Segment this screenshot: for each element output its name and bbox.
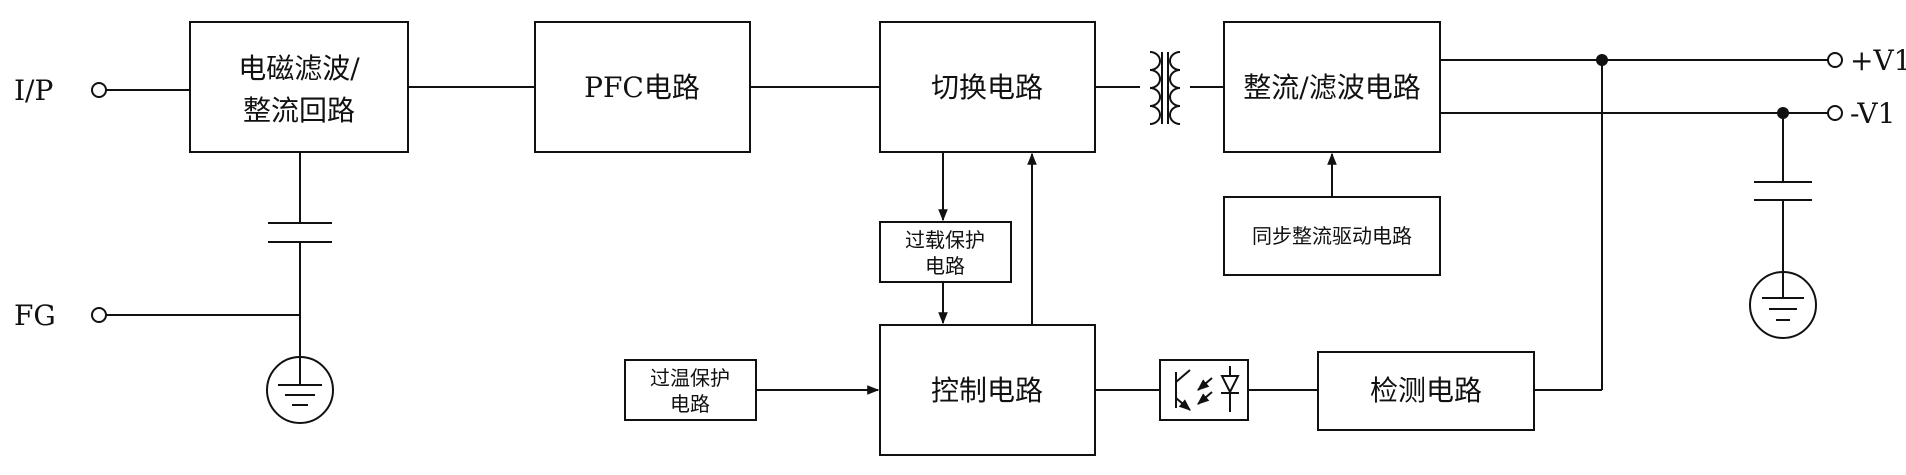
- output-ground-icon: [1749, 271, 1817, 339]
- pfc-label: PFC电路: [584, 71, 700, 104]
- fg-label: FG: [14, 299, 56, 332]
- ground-icon: [266, 356, 334, 424]
- switch-block: 切换电路: [879, 21, 1096, 153]
- emi-filter-label-2: 整流回路: [243, 94, 355, 127]
- switch-label: 切换电路: [931, 71, 1043, 104]
- input-terminal: [91, 82, 107, 98]
- capacitor-icon: [268, 152, 332, 365]
- transformer-icon: [1149, 51, 1181, 125]
- rectifier-filter-block: 整流/滤波电路: [1223, 21, 1441, 153]
- vneg-label: -V1: [1850, 97, 1895, 130]
- detect-label: 检测电路: [1370, 374, 1482, 407]
- emi-filter-block: 电磁滤波/ 整流回路: [189, 21, 409, 153]
- control-block: 控制电路: [879, 324, 1096, 456]
- pfc-block: PFC电路: [534, 21, 751, 153]
- overtemp-label-1: 过温保护: [650, 366, 730, 390]
- overtemp-label-2: 电路: [670, 392, 710, 416]
- optocoupler-icon: [1159, 359, 1249, 421]
- vpos-label: +V1: [1850, 44, 1906, 77]
- overtemp-protection-block: 过温保护 电路: [624, 359, 757, 421]
- detect-block: 检测电路: [1317, 351, 1535, 431]
- rectifier-filter-label: 整流/滤波电路: [1243, 71, 1420, 104]
- vneg-terminal: [1827, 105, 1843, 121]
- vpos-terminal: [1827, 52, 1843, 68]
- overload-label-2: 电路: [925, 254, 965, 278]
- fg-terminal: [91, 307, 107, 323]
- emi-filter-label-1: 电磁滤波/: [238, 52, 360, 85]
- sync-rectifier-drive-label: 同步整流驱动电路: [1252, 224, 1412, 248]
- overload-protection-block: 过载保护 电路: [879, 221, 1012, 283]
- output-capacitor-icon: [1754, 113, 1812, 274]
- control-label: 控制电路: [931, 374, 1043, 407]
- overload-label-1: 过载保护: [905, 228, 985, 252]
- sync-rectifier-drive-block: 同步整流驱动电路: [1223, 196, 1441, 276]
- input-label: I/P: [14, 74, 53, 107]
